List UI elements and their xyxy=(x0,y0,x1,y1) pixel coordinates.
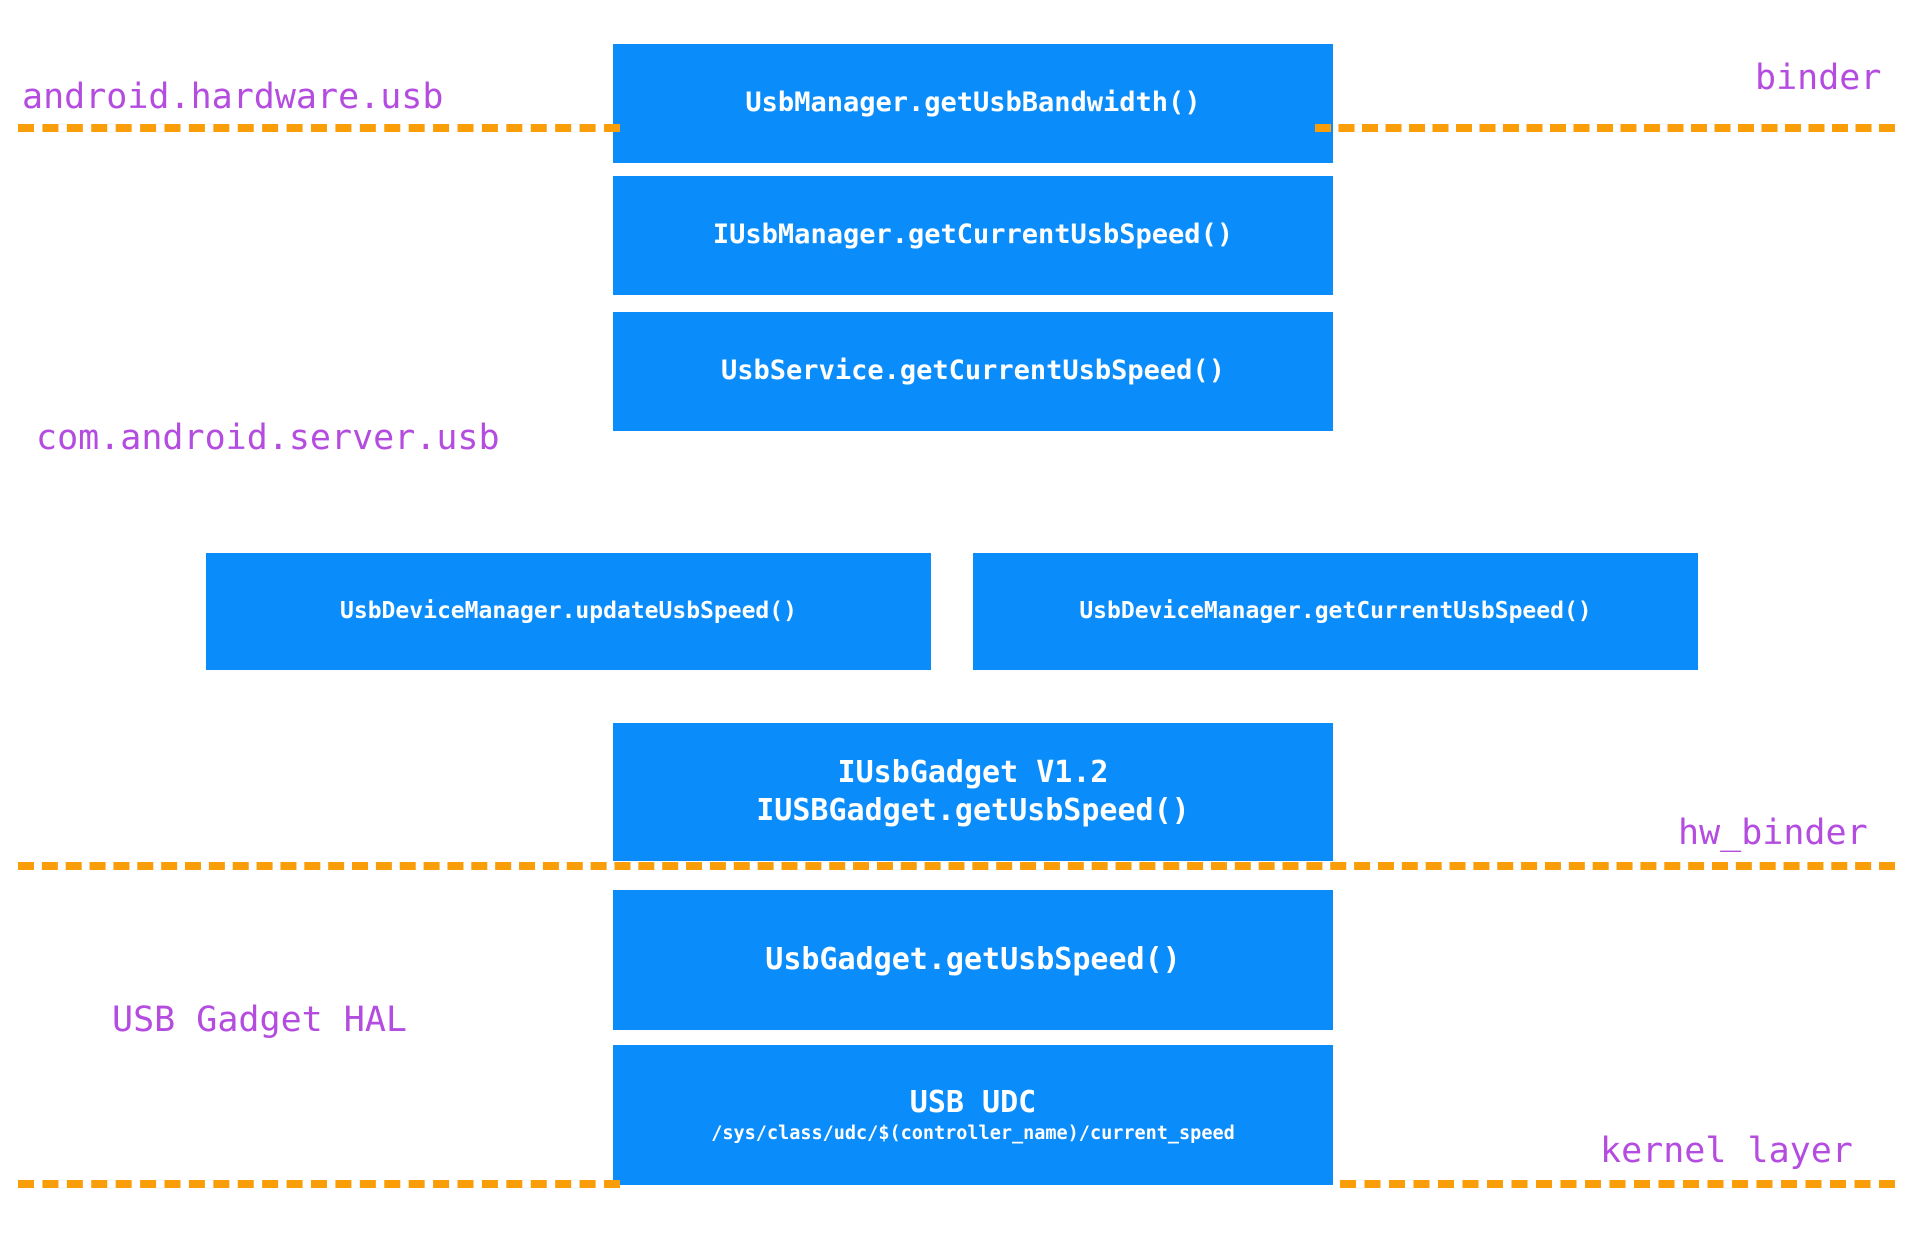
layer-label-binder: binder xyxy=(1755,58,1882,98)
node-usb-manager-get-usb-bandwidth[interactable]: UsbManager.getUsbBandwidth() xyxy=(613,44,1333,163)
layer-label-usb-gadget-hal: USB Gadget HAL xyxy=(112,1000,408,1040)
node-label-line1: IUsbManager.getCurrentUsbSpeed() xyxy=(712,219,1234,251)
node-label-line1: IUsbGadget V1.2 xyxy=(837,754,1109,790)
node-label-line1: UsbManager.getUsbBandwidth() xyxy=(745,87,1201,119)
divider-binder-right xyxy=(1315,124,1895,132)
divider-kernel-layer-left xyxy=(18,1180,620,1188)
node-label-line1: USB UDC xyxy=(909,1084,1037,1120)
divider-hw-binder xyxy=(18,862,1895,870)
node-label-line2: IUSBGadget.getUsbSpeed() xyxy=(756,793,1190,828)
node-usb-service-get-current-usb-speed[interactable]: UsbService.getCurrentUsbSpeed() xyxy=(613,312,1333,431)
node-usb-gadget-get-usb-speed[interactable]: UsbGadget.getUsbSpeed() xyxy=(613,890,1333,1030)
node-label-line1: UsbGadget.getUsbSpeed() xyxy=(765,941,1181,977)
node-usb-device-manager-get-current-usb-speed[interactable]: UsbDeviceManager.getCurrentUsbSpeed() xyxy=(973,553,1698,670)
node-iusb-gadget[interactable]: IUsbGadget V1.2 IUSBGadget.getUsbSpeed() xyxy=(613,723,1333,861)
node-usb-device-manager-update-usb-speed[interactable]: UsbDeviceManager.updateUsbSpeed() xyxy=(206,553,931,670)
node-label-line1: UsbDeviceManager.getCurrentUsbSpeed() xyxy=(1079,597,1592,624)
node-label-line1: UsbService.getCurrentUsbSpeed() xyxy=(721,355,1225,387)
layer-label-android-hardware-usb: android.hardware.usb xyxy=(22,77,444,117)
node-iusb-manager-get-current-usb-speed[interactable]: IUsbManager.getCurrentUsbSpeed() xyxy=(613,176,1333,295)
layer-label-hw-binder: hw_binder xyxy=(1678,813,1868,853)
divider-binder-left xyxy=(18,124,620,132)
node-label-line1: UsbDeviceManager.updateUsbSpeed() xyxy=(340,597,797,624)
node-label-line2: /sys/class/udc/$(controller_name)/curren… xyxy=(711,1123,1235,1145)
layer-label-com-android-server-usb: com.android.server.usb xyxy=(36,418,500,458)
layer-label-kernel-layer: kernel layer xyxy=(1600,1131,1853,1171)
divider-kernel-layer-right xyxy=(1340,1180,1895,1188)
node-usb-udc[interactable]: USB UDC /sys/class/udc/$(controller_name… xyxy=(613,1045,1333,1185)
